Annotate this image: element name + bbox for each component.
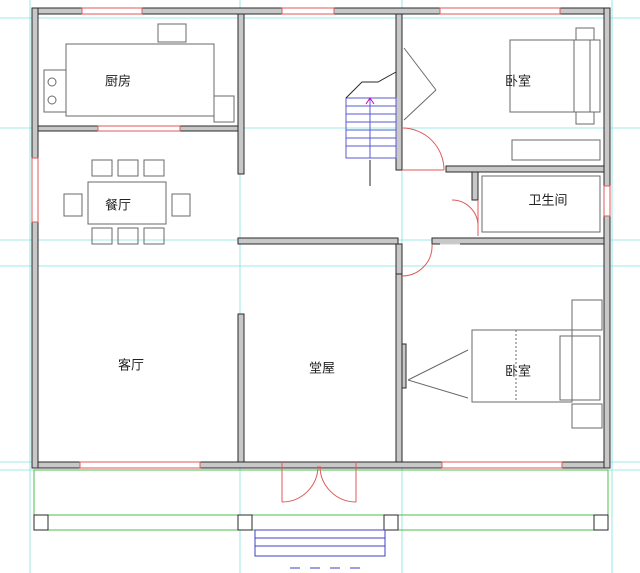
dining-room-label: 餐厅 [104,198,132,214]
kitchen-counter [43,23,235,123]
bathroom-fixtures [481,175,601,233]
living-room-label: 客厅 [117,358,145,374]
main-hall-label: 堂屋 [308,361,336,377]
bathroom-label: 卫生间 [528,193,568,209]
walls [31,7,611,469]
terrace-columns [33,514,609,531]
entry-steps [254,529,386,569]
windows [31,7,611,469]
door-swings [281,127,479,503]
bedroom-bottom-furniture [407,299,603,429]
bedroom-top-furniture [403,27,601,161]
kitchen-label: 厨房 [104,74,132,90]
staircase [345,71,397,186]
front-terrace [33,469,609,531]
dining-table [63,159,191,245]
bedroom-bottom-label: 卧室 [504,364,532,380]
bedroom-top-label: 卧室 [504,74,532,90]
